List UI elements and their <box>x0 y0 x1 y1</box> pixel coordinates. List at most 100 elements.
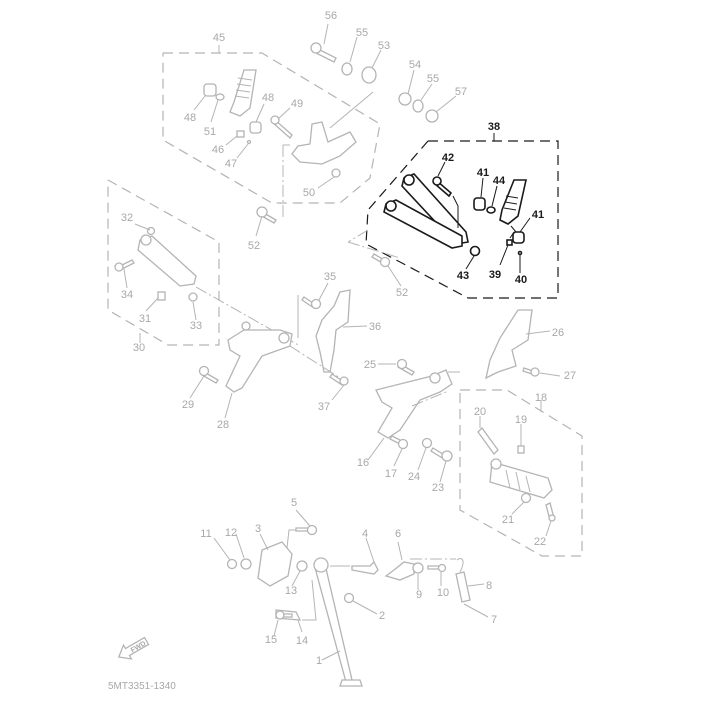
callout-35: 35 <box>324 271 336 283</box>
callout-55a: 55 <box>356 27 368 39</box>
callout-38: 38 <box>488 121 500 133</box>
callout-41b: 41 <box>532 209 544 221</box>
part-24-washer <box>421 437 433 449</box>
callout-40: 40 <box>515 274 527 286</box>
part-39-spring <box>506 239 513 246</box>
part-36-plate <box>315 289 351 373</box>
callout-42: 42 <box>442 152 454 164</box>
part-51-pin <box>215 93 225 101</box>
part-18-footpeg <box>489 461 553 499</box>
callout-2: 2 <box>379 610 385 622</box>
part-54-collar <box>398 92 412 106</box>
group-18-outline <box>459 389 583 557</box>
callout-10: 10 <box>437 587 449 599</box>
callout-44: 44 <box>493 175 506 187</box>
callout-1: 1 <box>316 655 322 667</box>
callout-32: 32 <box>121 212 133 224</box>
callout-8: 8 <box>486 580 492 592</box>
part-31-spring <box>157 291 166 301</box>
part-53-collar <box>361 66 377 84</box>
part-4-pin <box>351 560 379 575</box>
callout-45: 45 <box>213 32 225 44</box>
fwd-arrow-icon: FWD <box>117 636 150 660</box>
part-33-washer <box>188 292 198 302</box>
callout-9: 9 <box>416 589 422 601</box>
callout-21: 21 <box>502 514 514 526</box>
callout-55b: 55 <box>427 73 439 85</box>
callout-3: 3 <box>255 523 261 535</box>
callout-23: 23 <box>432 482 444 494</box>
callout-39: 39 <box>489 269 501 281</box>
part-9-washer <box>412 562 424 574</box>
part-11-nut <box>226 558 238 570</box>
callout-51: 51 <box>204 126 216 138</box>
callout-24: 24 <box>408 471 420 483</box>
callout-31: 31 <box>139 313 151 325</box>
side-stand-assembly <box>213 509 489 687</box>
part-3-bracket <box>257 541 293 587</box>
callout-5: 5 <box>291 497 297 509</box>
part-26-plate <box>485 309 533 380</box>
part-46-spring <box>236 130 245 138</box>
part-6-switch <box>384 561 415 581</box>
part-8-spring <box>455 571 471 603</box>
callout-28: 28 <box>217 419 229 431</box>
callout-7: 7 <box>491 614 497 626</box>
group-30 <box>107 179 301 347</box>
part-47-ball <box>246 139 252 145</box>
callout-27: 27 <box>564 370 576 382</box>
callout-26: 26 <box>552 327 564 339</box>
group-45 <box>162 45 381 220</box>
callout-54: 54 <box>409 59 421 71</box>
callout-22: 22 <box>534 536 546 548</box>
part-rear-bracket <box>291 121 357 165</box>
callout-48b: 48 <box>262 92 274 104</box>
part-48-cap <box>203 83 217 97</box>
diagram-code: 5MT3351-1340 <box>108 681 176 692</box>
part-12-washer <box>240 558 252 570</box>
part-55b-washer <box>412 99 424 113</box>
callout-13: 13 <box>285 585 297 597</box>
part-footpeg-30 <box>137 235 197 287</box>
fasteners-53-57 <box>310 23 457 123</box>
group-45-outline <box>162 52 381 204</box>
part-19-spring <box>517 445 525 454</box>
callout-47: 47 <box>225 158 237 170</box>
callout-25: 25 <box>364 359 376 371</box>
part-55a-washer <box>341 62 353 76</box>
callout-4: 4 <box>362 528 368 540</box>
callout-16: 16 <box>357 457 369 469</box>
part-21-washer <box>520 492 532 504</box>
callout-6: 6 <box>395 528 401 540</box>
callout-30: 30 <box>133 342 145 354</box>
callout-18: 18 <box>535 392 547 404</box>
callout-37: 37 <box>318 401 330 413</box>
callout-34: 34 <box>121 289 133 301</box>
part-41b-cap <box>512 231 525 244</box>
callout-15: 15 <box>265 634 277 646</box>
part-38-lower-arm <box>383 199 463 249</box>
part-57-nut <box>425 109 439 123</box>
part-41a-cap <box>473 197 486 211</box>
callout-20: 20 <box>474 406 486 418</box>
callout-50: 50 <box>303 187 315 199</box>
callout-57: 57 <box>455 86 467 98</box>
callout-14: 14 <box>296 635 308 647</box>
part-43-nut <box>469 245 481 257</box>
part-2-nut <box>343 592 355 604</box>
callout-48a: 48 <box>184 112 196 124</box>
callout-46: 46 <box>212 144 224 156</box>
callout-33: 33 <box>190 320 202 332</box>
callout-52b: 52 <box>396 287 408 299</box>
callout-53: 53 <box>378 40 390 52</box>
part-20-pin <box>477 427 499 455</box>
callout-11: 11 <box>200 528 211 540</box>
middle-bracket-assembly <box>189 282 368 419</box>
callout-52a: 52 <box>248 240 260 252</box>
part-40-ball <box>517 250 523 256</box>
callout-43: 43 <box>457 270 469 282</box>
part-13-washer <box>296 560 308 572</box>
callout-49: 49 <box>291 98 303 110</box>
part-28-main-bracket <box>225 329 293 393</box>
